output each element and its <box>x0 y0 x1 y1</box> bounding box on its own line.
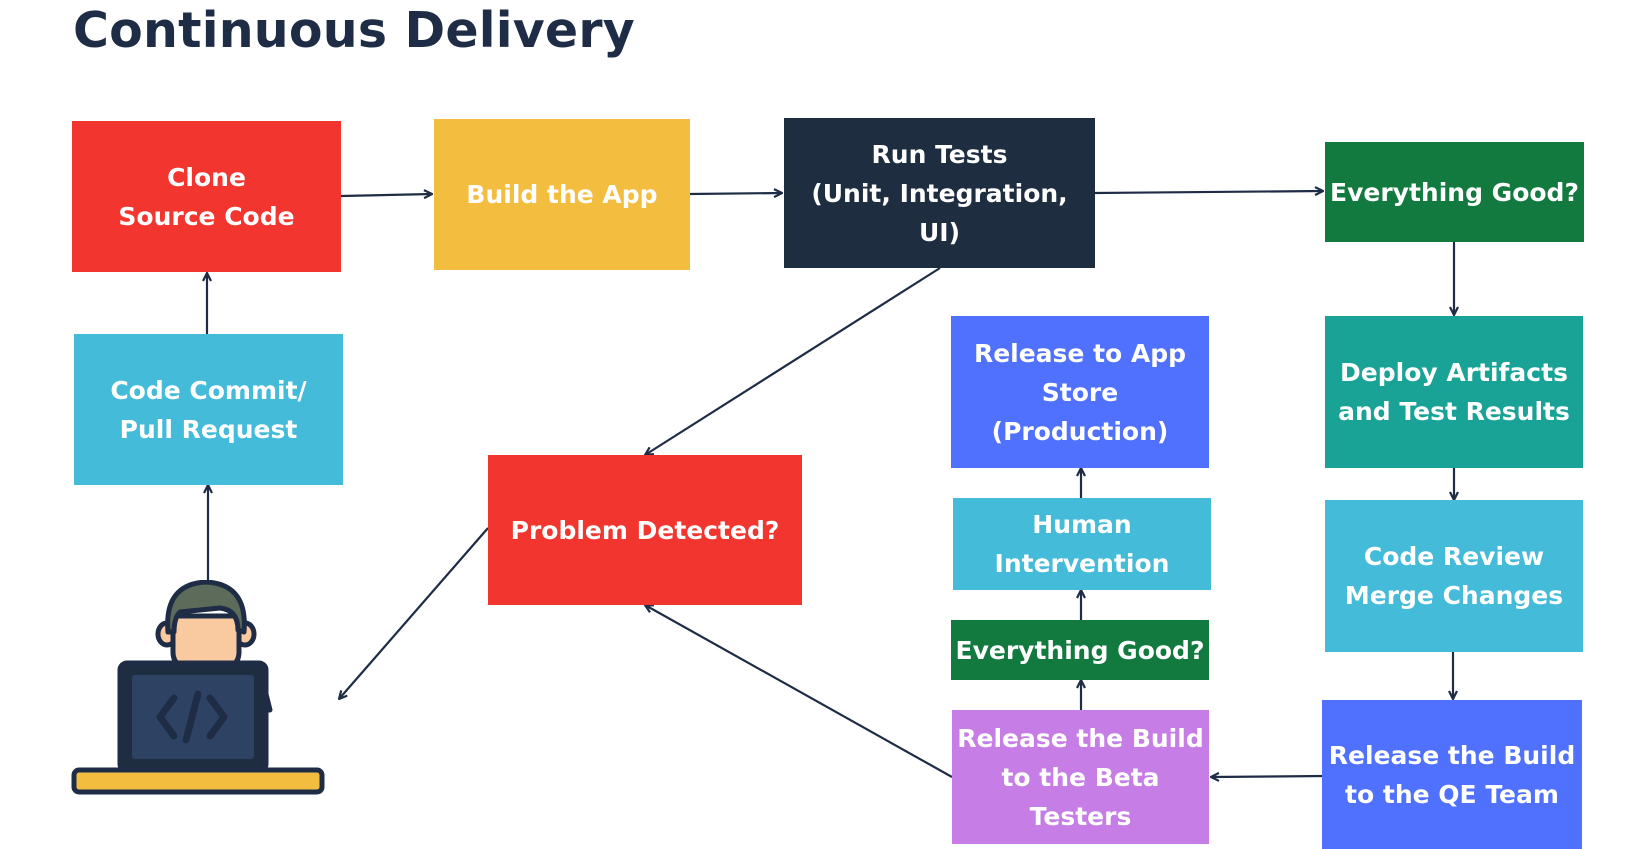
node-label: Problem Detected? <box>511 511 780 550</box>
node-label: Everything Good? <box>956 631 1205 670</box>
node-label-line: Source Code <box>118 201 295 231</box>
node-label: Deploy Artifacts and Test Results <box>1338 353 1570 431</box>
node-label-line: Pull Request <box>119 414 298 444</box>
arrow-beta-to-problem <box>645 605 953 778</box>
problem-detected-box: Problem Detected? <box>488 455 802 605</box>
node-label: Run Tests (Unit, Integration, UI) <box>788 135 1091 252</box>
node-label-line: Clone <box>167 162 246 192</box>
node-label-line: Everything Good? <box>955 635 1205 665</box>
arrow-clone-to-build <box>340 194 432 196</box>
node-label: Build the App <box>466 175 657 214</box>
node-label-line: Run Tests <box>871 139 1008 169</box>
node-label-line: Deploy Artifacts <box>1340 358 1568 387</box>
arrow-tests-to-good <box>1094 191 1323 193</box>
node-label-line: Release to App <box>973 338 1187 368</box>
arrow-build-to-tests <box>689 193 782 194</box>
run-tests-box: Run Tests (Unit, Integration, UI) <box>784 118 1095 268</box>
deploy-artifacts-box: Deploy Artifacts and Test Results <box>1325 316 1583 468</box>
node-label-line: Store <box>1041 377 1119 407</box>
node-label-line: Code Review <box>1363 542 1545 571</box>
node-label-line: Release the Build <box>1328 740 1576 770</box>
node-label: Code Commit/Pull Request <box>110 371 306 449</box>
node-label-line: to the Beta <box>1001 762 1160 792</box>
everything-good-beta-box: Everything Good? <box>951 620 1209 680</box>
node-label-line: Everything Good? <box>1330 177 1579 207</box>
node-label-line: Human <box>1032 510 1132 539</box>
node-label-line: (Unit, Integration, UI) <box>811 178 1068 247</box>
node-label-line: and Test Results <box>1338 397 1570 426</box>
build-app-box: Build the App <box>434 119 690 270</box>
arrow-qe-to-beta <box>1211 776 1326 777</box>
node-label-line: Problem Detected? <box>510 515 780 545</box>
node-label-line: (Production) <box>991 416 1169 446</box>
everything-good-box: Everything Good? <box>1325 142 1584 242</box>
node-label: Release the Build to the QE Team <box>1329 736 1575 814</box>
node-label-line: Intervention <box>994 549 1170 578</box>
release-qe-team-box: Release the Build to the QE Team <box>1322 700 1582 849</box>
node-label-line: Code Commit/ <box>110 375 307 405</box>
node-label-line: Release the Build <box>957 723 1204 753</box>
node-label-line: Build the App <box>466 180 658 209</box>
page-title: Continuous Delivery <box>73 2 635 59</box>
developer-at-laptop-icon <box>71 580 325 795</box>
node-label: Everything Good? <box>1330 173 1579 212</box>
node-label-line: Testers <box>1029 801 1132 831</box>
code-commit-box: Code Commit/Pull Request <box>74 334 343 485</box>
arrow-problem-to-developer <box>339 527 489 699</box>
node-label-line: Merge Changes <box>1344 581 1564 610</box>
node-label-line: to the QE Team <box>1345 779 1559 809</box>
arrow-tests-to-problem <box>645 267 941 455</box>
